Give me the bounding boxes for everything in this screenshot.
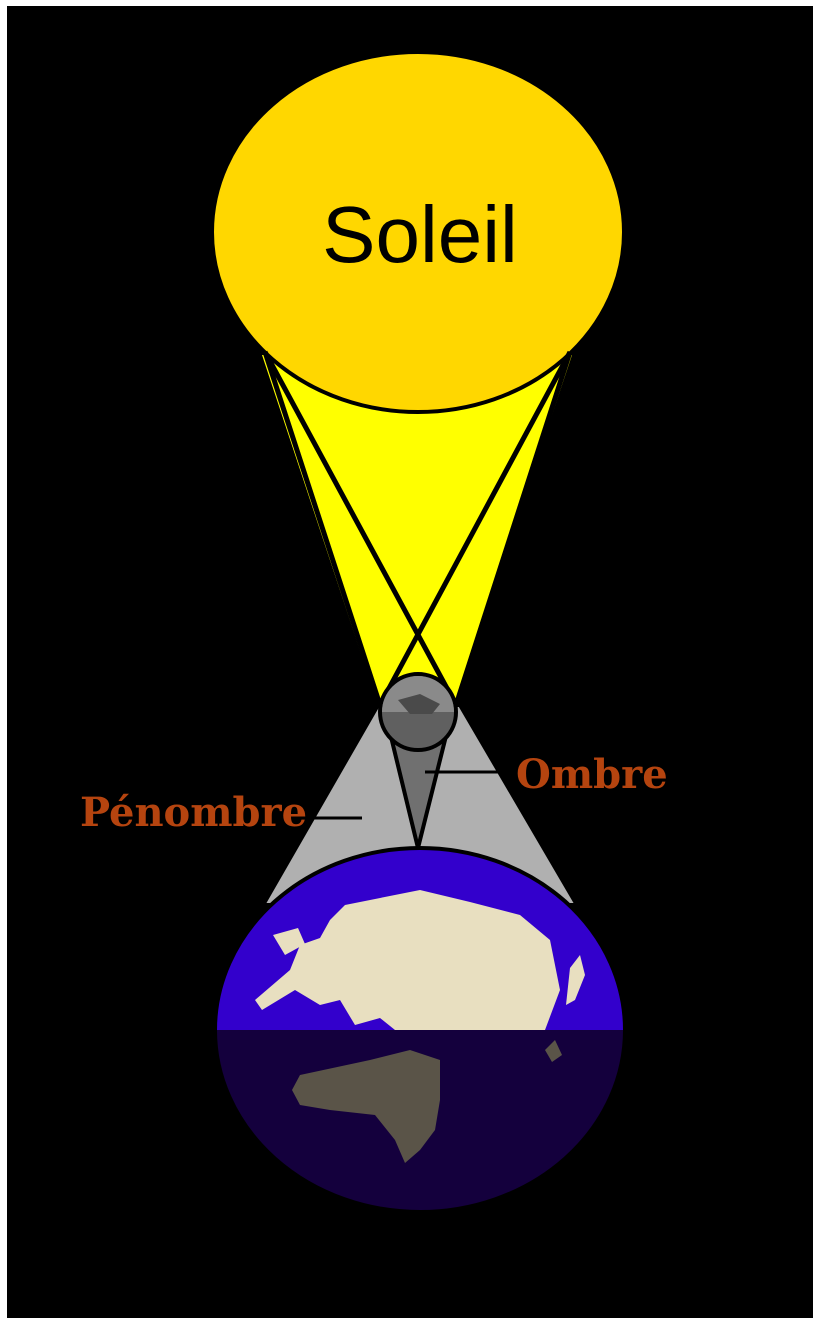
umbra-label: Ombre <box>516 751 668 798</box>
earth <box>215 848 625 1212</box>
penumbra-label: Pénombre <box>80 789 307 836</box>
moon <box>380 674 456 750</box>
sun-label: Soleil <box>322 190 518 279</box>
